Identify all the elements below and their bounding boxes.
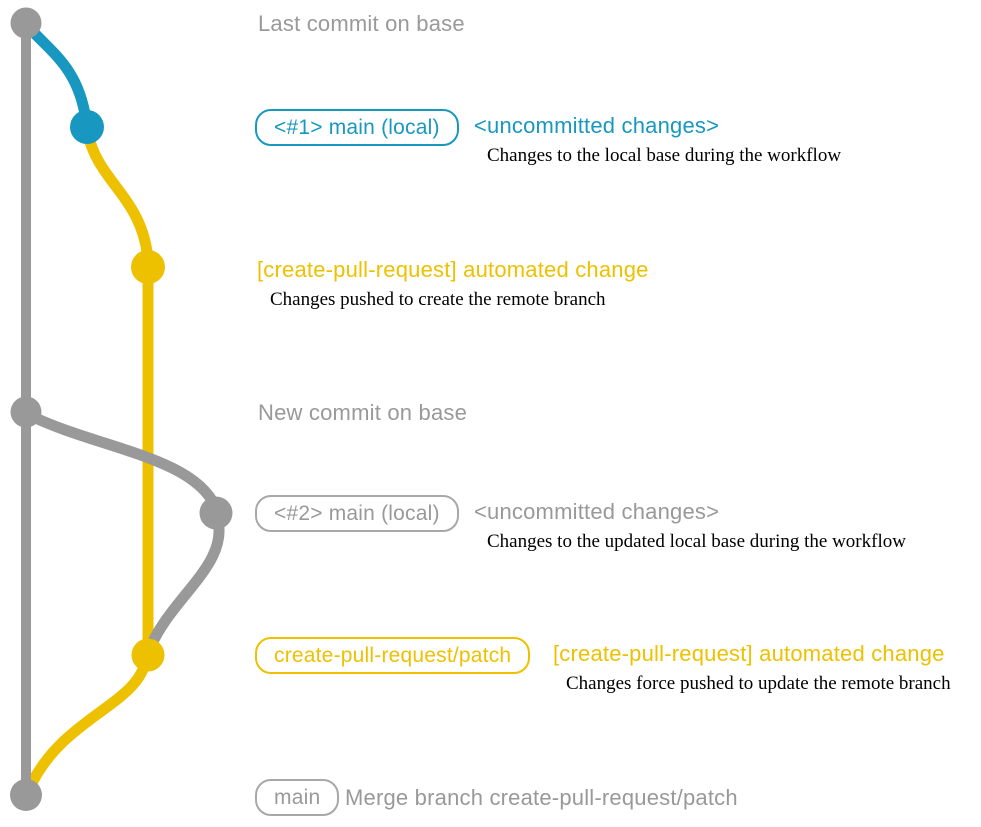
- title-automated-change-2: [create-pull-request] automated change: [553, 641, 945, 666]
- title-uncommitted-changes-2: <uncommitted changes>: [474, 499, 720, 524]
- note-force-pushed-update-remote: Changes force pushed to update the remot…: [566, 673, 951, 694]
- commit-node-last-commit-on-base: [10, 7, 42, 39]
- note-pushed-create-remote: Changes pushed to create the remote bran…: [270, 289, 606, 310]
- badge-create-pull-request-patch: create-pull-request/patch: [255, 637, 531, 674]
- note-local-base-changes-2: Changes to the updated local base during…: [487, 531, 906, 552]
- commit-node-patch-commit-1: [131, 250, 165, 284]
- badge-main-local-2: <#2> main (local): [255, 495, 459, 532]
- branch-line-local-2-rebase: [144, 511, 225, 654]
- badge-main-local-1: <#1> main (local): [255, 109, 459, 146]
- branch-line-patch-1: [82, 128, 154, 266]
- label-last-commit-on-base: Last commit on base: [258, 11, 465, 36]
- commit-node-local-commit-2: [199, 496, 233, 530]
- branch-line-local-1: [21, 19, 92, 126]
- commit-node-merge-commit: [10, 779, 42, 811]
- commit-node-new-commit-on-base: [10, 396, 42, 428]
- title-uncommitted-changes-1: <uncommitted changes>: [474, 113, 720, 138]
- note-local-base-changes-1: Changes to the local base during the wor…: [487, 145, 842, 166]
- branch-line-patch-merge: [26, 653, 152, 789]
- label-merge-branch: Merge branch create-pull-request/patch: [345, 785, 738, 810]
- label-new-commit-on-base: New commit on base: [258, 400, 468, 425]
- title-automated-change-1: [create-pull-request] automated change: [257, 257, 649, 282]
- commit-node-patch-commit-2: [131, 638, 165, 672]
- commit-node-local-commit-1: [70, 110, 104, 144]
- badge-main: main: [255, 779, 340, 816]
- branch-line-local-2: [21, 408, 221, 512]
